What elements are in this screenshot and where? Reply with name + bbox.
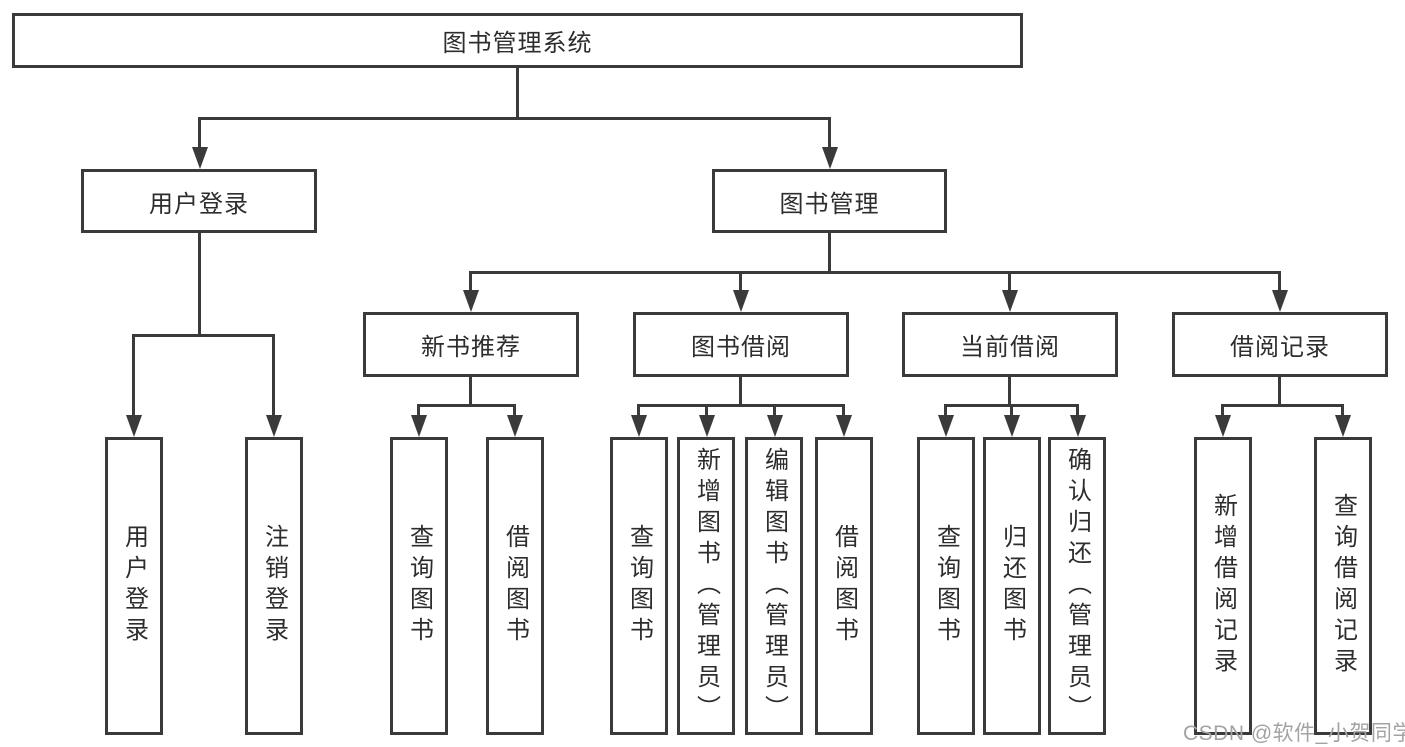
- leaf-borrow-books: 借阅图书: [486, 437, 544, 735]
- down-arrowhead-icon: [507, 415, 523, 437]
- node-book-borrowing: 图书借阅: [633, 312, 849, 377]
- leaf-confirm-return-admin: 确认归还（管理员）: [1048, 437, 1106, 735]
- connector-book-borrow-bar: [637, 404, 845, 407]
- leaf-query-books: 查询图书: [390, 437, 448, 735]
- node-label: 用户登录: [120, 524, 148, 648]
- connector-drop-book-management: [828, 117, 831, 150]
- connector-drop-current-borrow: [1008, 271, 1011, 292]
- connector-book-borrow-stem: [739, 377, 742, 407]
- node-label: 图书管理系统: [442, 30, 593, 57]
- node-label: 借阅图书: [501, 524, 529, 648]
- node-label: 新增图书（管理员）: [692, 446, 720, 726]
- connector-drop-leaf: [1010, 404, 1013, 416]
- connector-new-rec-bar: [417, 404, 516, 407]
- down-arrowhead-icon: [938, 415, 954, 437]
- leaf-query-books: 查询图书: [917, 437, 975, 735]
- connector-drop-leaf: [513, 404, 516, 416]
- leaf-query-borrow-record: 查询借阅记录: [1314, 437, 1372, 735]
- down-arrowhead-icon: [822, 147, 838, 169]
- node-label: 新书推荐: [421, 334, 521, 361]
- node-user-login: 用户登录: [81, 169, 317, 233]
- node-label: 确认归还（管理员）: [1063, 446, 1091, 726]
- connector-current-stem: [1008, 377, 1011, 407]
- down-arrowhead-icon: [1335, 415, 1351, 437]
- node-label: 图书管理: [779, 190, 880, 218]
- node-new-book-recommendation: 新书推荐: [363, 312, 579, 377]
- down-arrowhead-icon: [1004, 415, 1020, 437]
- leaf-edit-books-admin: 编辑图书（管理员）: [745, 437, 803, 735]
- connector-level2-bar: [198, 117, 831, 120]
- connector-records-stem: [1278, 377, 1281, 407]
- node-library-management-system: 图书管理系统: [12, 13, 1023, 68]
- connector-level3-bar: [469, 271, 1281, 274]
- connector-drop-leaf-logout: [272, 334, 275, 416]
- down-arrowhead-icon: [126, 415, 142, 437]
- connector-drop-leaf: [1341, 404, 1344, 416]
- node-label: 查询图书: [625, 524, 653, 648]
- connector-new-rec-stem: [469, 377, 472, 407]
- node-label: 用户登录: [149, 190, 249, 218]
- connector-root-stem: [516, 68, 519, 120]
- connector-drop-user-login: [198, 117, 201, 150]
- connector-drop-leaf: [417, 404, 420, 416]
- leaf-add-borrow-record: 新增借阅记录: [1194, 437, 1252, 735]
- down-arrowhead-icon: [266, 415, 282, 437]
- connector-drop-leaf: [842, 404, 845, 416]
- connector-drop-leaf: [1076, 404, 1079, 416]
- node-label: 查询借阅记录: [1329, 493, 1357, 679]
- connector-book-mgmt-stem: [828, 233, 831, 274]
- down-arrowhead-icon: [767, 415, 783, 437]
- node-label: 图书借阅: [691, 334, 791, 361]
- connector-drop-leaf: [773, 404, 776, 416]
- down-arrowhead-icon: [1002, 290, 1018, 312]
- node-label: 查询图书: [405, 524, 433, 648]
- down-arrowhead-icon: [699, 415, 715, 437]
- leaf-query-books: 查询图书: [610, 437, 668, 735]
- down-arrowhead-icon: [836, 415, 852, 437]
- node-book-management: 图书管理: [712, 169, 947, 233]
- down-arrowhead-icon: [1272, 290, 1288, 312]
- down-arrowhead-icon: [411, 415, 427, 437]
- down-arrowhead-icon: [1215, 415, 1231, 437]
- down-arrowhead-icon: [192, 147, 208, 169]
- node-label: 新增借阅记录: [1209, 493, 1237, 679]
- connector-drop-leaf: [637, 404, 640, 416]
- connector-drop-leaf: [1221, 404, 1224, 416]
- connector-user-login-bar: [132, 334, 275, 337]
- connector-drop-leaf: [944, 404, 947, 416]
- leaf-borrow-books: 借阅图书: [815, 437, 873, 735]
- connector-drop-leaf-user-login: [132, 334, 135, 416]
- connector-drop-book-borrow: [739, 271, 742, 292]
- connector-user-login-stem: [198, 233, 201, 337]
- node-label: 注销登录: [260, 524, 288, 648]
- node-label: 归还图书: [998, 524, 1026, 648]
- leaf-logout: 注销登录: [245, 437, 303, 735]
- connector-drop-new-book-rec: [469, 271, 472, 292]
- node-label: 编辑图书（管理员）: [760, 446, 788, 726]
- down-arrowhead-icon: [631, 415, 647, 437]
- node-borrowing-records: 借阅记录: [1172, 312, 1388, 377]
- node-label: 当前借阅: [960, 334, 1060, 361]
- connector-records-bar: [1221, 404, 1344, 407]
- down-arrowhead-icon: [463, 290, 479, 312]
- leaf-add-books-admin: 新增图书（管理员）: [677, 437, 735, 735]
- leaf-return-books: 归还图书: [983, 437, 1041, 735]
- node-label: 查询图书: [932, 524, 960, 648]
- connector-drop-borrow-records: [1278, 271, 1281, 292]
- node-label: 借阅记录: [1230, 334, 1330, 361]
- connector-drop-leaf: [705, 404, 708, 416]
- leaf-user-login: 用户登录: [105, 437, 163, 735]
- node-label: 借阅图书: [830, 524, 858, 648]
- csdn-watermark: CSDN @软件_小贺同学: [1183, 722, 1405, 745]
- down-arrowhead-icon: [1070, 415, 1086, 437]
- down-arrowhead-icon: [733, 290, 749, 312]
- node-current-borrowing: 当前借阅: [902, 312, 1118, 377]
